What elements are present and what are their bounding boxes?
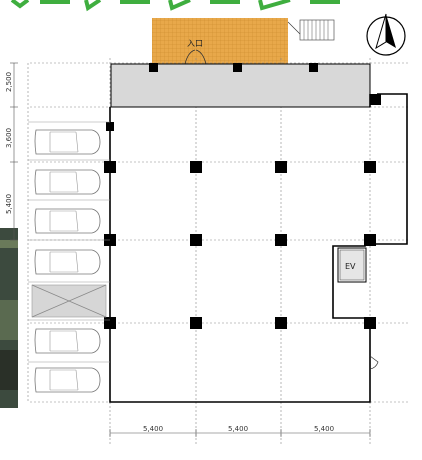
north-arrow-icon (366, 13, 406, 56)
car-icon (34, 129, 101, 155)
cars (34, 129, 101, 393)
car-icon (34, 169, 101, 195)
car-icon (34, 208, 101, 234)
dimension-horizontal-1: 5,400 (143, 425, 163, 433)
title-fragment (0, 0, 360, 12)
car-icon (34, 249, 101, 275)
parking-spaces (28, 121, 110, 363)
elevator: EV (337, 247, 367, 283)
car-icon (34, 367, 101, 393)
dimension-vertical-2: 3,600 (5, 128, 13, 148)
columns (104, 63, 381, 329)
dimension-vertical-3: 5,400 (5, 194, 13, 214)
elevator-label: EV (345, 262, 356, 271)
horizontal-dimensions: 5,400 5,400 5,400 (109, 425, 371, 437)
dimension-horizontal-2: 5,400 (228, 425, 248, 433)
door-swing-icon (184, 49, 207, 65)
entrance-area: 入口 (152, 18, 288, 65)
car-icon (34, 328, 101, 354)
dimension-horizontal-3: 5,400 (314, 425, 334, 433)
door-swing-icon (369, 355, 379, 370)
stairs-icon (287, 19, 335, 41)
entrance-label: 入口 (187, 39, 203, 48)
garage-photo (0, 228, 18, 408)
dimension-vertical-1: 2,500 (5, 72, 13, 92)
hatched-parking-space (31, 284, 107, 318)
vertical-dimensions: 2,500 3,600 5,400 (5, 62, 18, 241)
